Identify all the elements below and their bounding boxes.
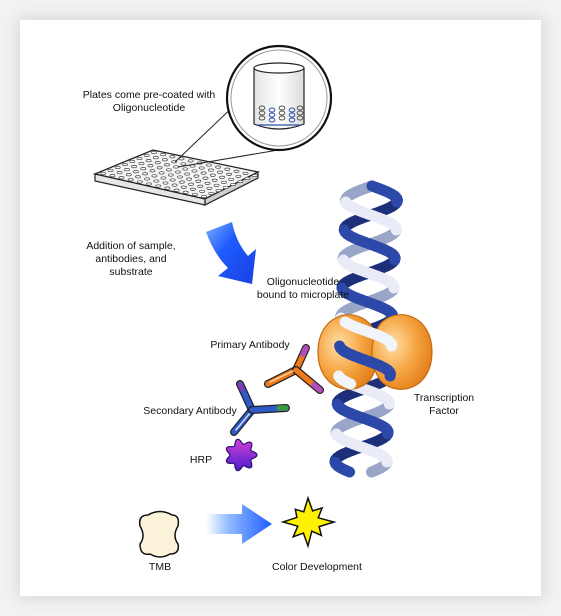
color-development-star-icon	[280, 495, 337, 549]
color-development-arrow-icon	[206, 504, 272, 544]
magnified-well	[225, 44, 333, 152]
addition-arrow-icon	[206, 222, 256, 284]
microplate-illustration	[92, 149, 260, 206]
label-oligonucleotide-bound: Oligonucleotide bound to microplate	[256, 276, 350, 301]
label-transcription-factor: Transcription Factor	[413, 392, 475, 417]
oligonucleotide-coils	[258, 105, 304, 126]
label-secondary-antibody: Secondary Antibody	[143, 405, 237, 417]
dna-helix-front	[333, 316, 398, 390]
primary-antibody-shape	[264, 344, 324, 394]
hrp-enzyme-shape	[225, 438, 258, 472]
label-plates-precoated: Plates come pre-coated with Oligonucleot…	[82, 89, 216, 114]
label-addition-of-sample: Addition of sample, antibodies, and subs…	[86, 240, 176, 278]
tmb-substrate-shape	[138, 510, 180, 558]
label-primary-antibody: Primary Antibody	[210, 339, 290, 351]
label-color-development: Color Development	[272, 561, 362, 573]
zoom-lines	[174, 101, 291, 168]
secondary-antibody-shape	[230, 380, 290, 436]
label-hrp: HRP	[189, 454, 213, 466]
label-tmb: TMB	[148, 561, 172, 573]
plate-wells	[100, 150, 258, 199]
